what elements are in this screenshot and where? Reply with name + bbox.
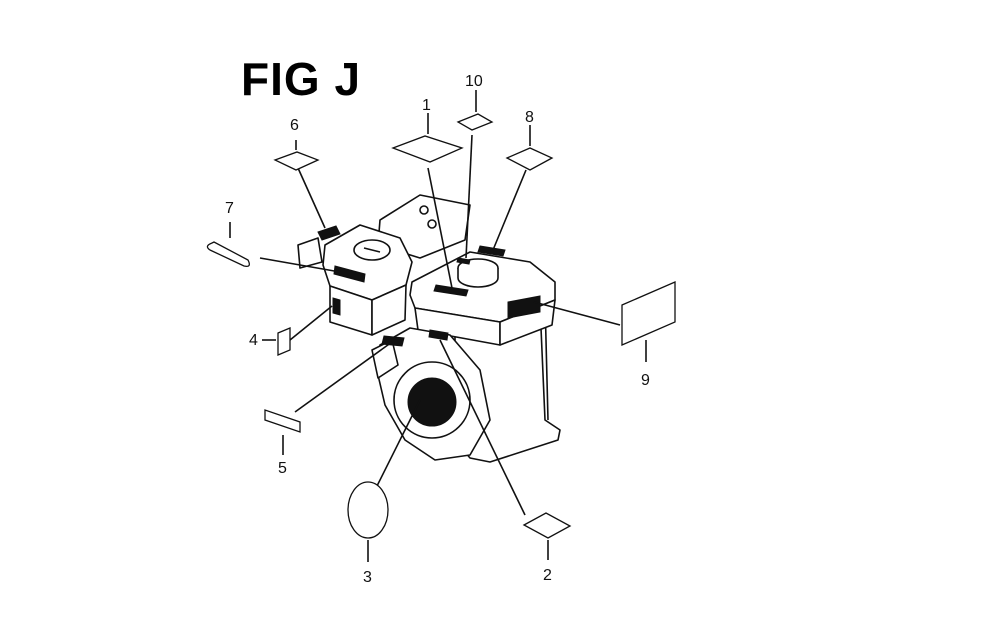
decal-4-shape	[277, 327, 291, 356]
decal-3-shape	[347, 481, 389, 539]
callout-3: 3	[363, 569, 372, 586]
decal-1-shape	[391, 135, 464, 163]
callout-5: 5	[278, 460, 287, 477]
callout-4: 4	[249, 332, 258, 349]
leader-lines	[259, 134, 621, 516]
decal-2-shape	[522, 512, 572, 539]
decal-7-shape	[206, 241, 250, 268]
figure-title: FIG J	[241, 53, 362, 105]
callout-2: 2	[543, 567, 552, 584]
engine-drawing	[297, 194, 561, 463]
callout-8: 8	[525, 109, 534, 126]
callout-10: 10	[465, 73, 483, 90]
decal-8-shape	[505, 147, 554, 171]
loose-decals	[206, 90, 676, 562]
callout-labels: 1 2 3 4 5 6 7 8 9 10	[225, 73, 650, 586]
decal-9-shape	[621, 281, 676, 346]
callout-1: 1	[422, 97, 431, 114]
callout-9: 9	[641, 372, 650, 389]
decal-10-shape	[456, 113, 494, 131]
decal-5-shape	[264, 409, 301, 433]
callout-7: 7	[225, 200, 234, 217]
callout-6: 6	[290, 117, 299, 134]
decal-6-shape	[273, 151, 320, 171]
